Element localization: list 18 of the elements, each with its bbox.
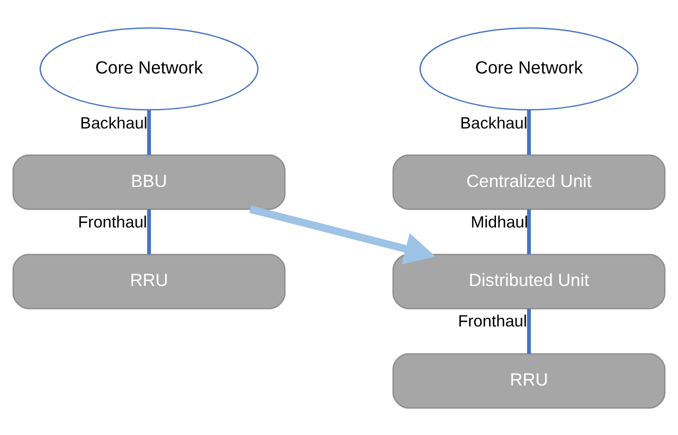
edge-label: Fronthaul	[78, 212, 148, 231]
node-box: Distributed Unit	[392, 253, 666, 309]
node-ellipse: Core Network	[420, 26, 638, 110]
arrow	[249, 205, 436, 264]
edge-label: Backhaul	[460, 114, 528, 132]
connector	[527, 308, 531, 354]
connector	[147, 110, 151, 154]
node-box: RRU	[12, 253, 286, 309]
edge-label: Backhaul	[80, 114, 148, 132]
edge-label: Midhaul	[470, 212, 528, 231]
node-box: RRU	[392, 352, 666, 408]
node-box: BBU	[12, 154, 286, 210]
node-box: Centralized Unit	[392, 154, 666, 210]
connector	[527, 110, 531, 154]
connector	[147, 208, 151, 254]
connector	[527, 208, 531, 254]
edge-label: Fronthaul	[458, 312, 528, 330]
node-ellipse: Core Network	[40, 26, 258, 110]
